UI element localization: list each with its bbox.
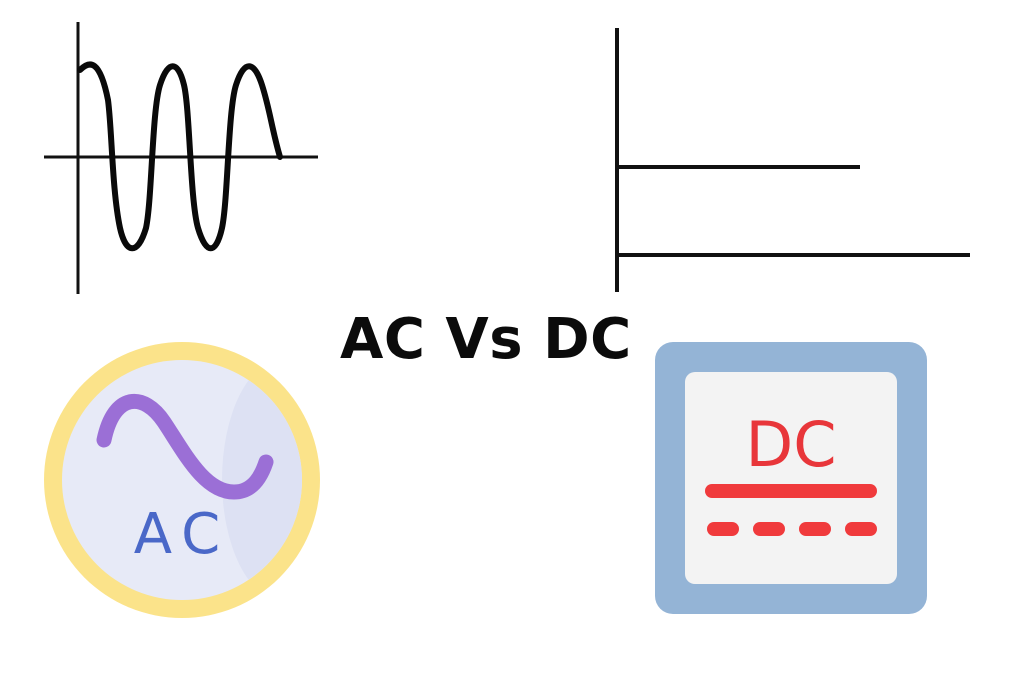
dc-dashed-line-icon bbox=[707, 522, 879, 536]
dc-dash bbox=[707, 522, 739, 536]
page-title: AC Vs DC bbox=[340, 307, 632, 372]
dc-dash bbox=[753, 522, 785, 536]
ac-waveform-graph bbox=[44, 22, 318, 294]
sine-wave-icon bbox=[96, 393, 274, 500]
dc-icon-panel: DC bbox=[685, 372, 897, 584]
ac-sine-wave bbox=[77, 61, 283, 252]
ac-icon-label: AC bbox=[133, 502, 231, 567]
dc-dash bbox=[845, 522, 877, 536]
dc-icon-label: DC bbox=[745, 408, 837, 481]
dc-dash bbox=[799, 522, 831, 536]
dc-constant-graph bbox=[615, 28, 970, 292]
ac-icon: AC bbox=[44, 342, 320, 618]
dc-icon: DC bbox=[655, 342, 927, 614]
dc-solid-line-icon bbox=[705, 484, 877, 498]
